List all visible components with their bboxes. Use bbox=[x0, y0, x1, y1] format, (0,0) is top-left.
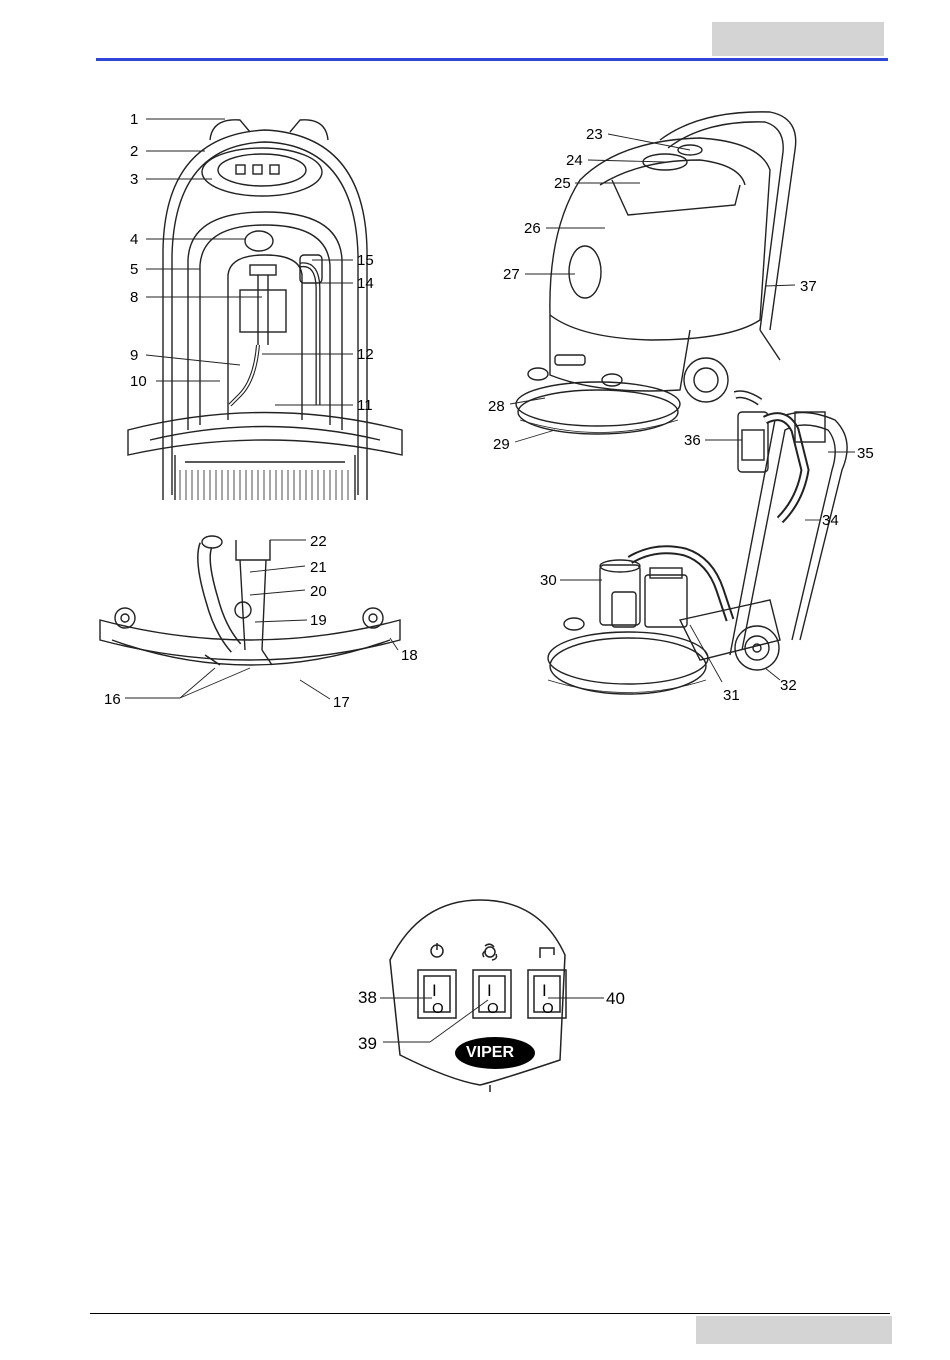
callout-24: 24 bbox=[566, 153, 583, 168]
callout-17: 17 bbox=[333, 695, 350, 710]
callout-15: 15 bbox=[357, 253, 374, 268]
callout-36: 36 bbox=[684, 433, 701, 448]
callout-22: 22 bbox=[310, 534, 327, 549]
callout-4: 4 bbox=[130, 232, 138, 247]
switch-vacuum-on-mark: I bbox=[487, 982, 492, 999]
callout-16: 16 bbox=[104, 692, 121, 707]
callout-14: 14 bbox=[357, 276, 374, 291]
viper-logo: VIPER bbox=[466, 1045, 514, 1060]
callout-21: 21 bbox=[310, 560, 327, 575]
callout-5: 5 bbox=[130, 262, 138, 277]
callout-20: 20 bbox=[310, 584, 327, 599]
callout-35: 35 bbox=[857, 446, 874, 461]
callout-28: 28 bbox=[488, 399, 505, 414]
callout-2: 2 bbox=[130, 144, 138, 159]
switch-power-off-mark: O bbox=[432, 1001, 444, 1016]
callout-10: 10 bbox=[130, 374, 147, 389]
callout-37: 37 bbox=[800, 279, 817, 294]
callout-31: 31 bbox=[723, 688, 740, 703]
callout-19: 19 bbox=[310, 613, 327, 628]
callout-25: 25 bbox=[554, 176, 571, 191]
callout-40: 40 bbox=[606, 990, 625, 1007]
callout-26: 26 bbox=[524, 221, 541, 236]
callout-3: 3 bbox=[130, 172, 138, 187]
callout-27: 27 bbox=[503, 267, 520, 282]
callout-38: 38 bbox=[358, 989, 377, 1006]
callout-23: 23 bbox=[586, 127, 603, 142]
callout-1: 1 bbox=[130, 112, 138, 127]
callout-18: 18 bbox=[401, 648, 418, 663]
callout-32: 32 bbox=[780, 678, 797, 693]
switch-vacuum-off-mark: O bbox=[487, 1001, 499, 1016]
callout-34: 34 bbox=[822, 513, 839, 528]
switch-water-off-mark: O bbox=[542, 1001, 554, 1016]
callout-30: 30 bbox=[540, 573, 557, 588]
callout-12: 12 bbox=[357, 347, 374, 362]
callout-9: 9 bbox=[130, 348, 138, 363]
callout-39: 39 bbox=[358, 1035, 377, 1052]
switch-power-on-mark: I bbox=[432, 982, 437, 999]
callout-11: 11 bbox=[357, 398, 373, 413]
callout-8: 8 bbox=[130, 290, 138, 305]
switch-water-on-mark: I bbox=[542, 982, 547, 999]
callout-29: 29 bbox=[493, 437, 510, 452]
